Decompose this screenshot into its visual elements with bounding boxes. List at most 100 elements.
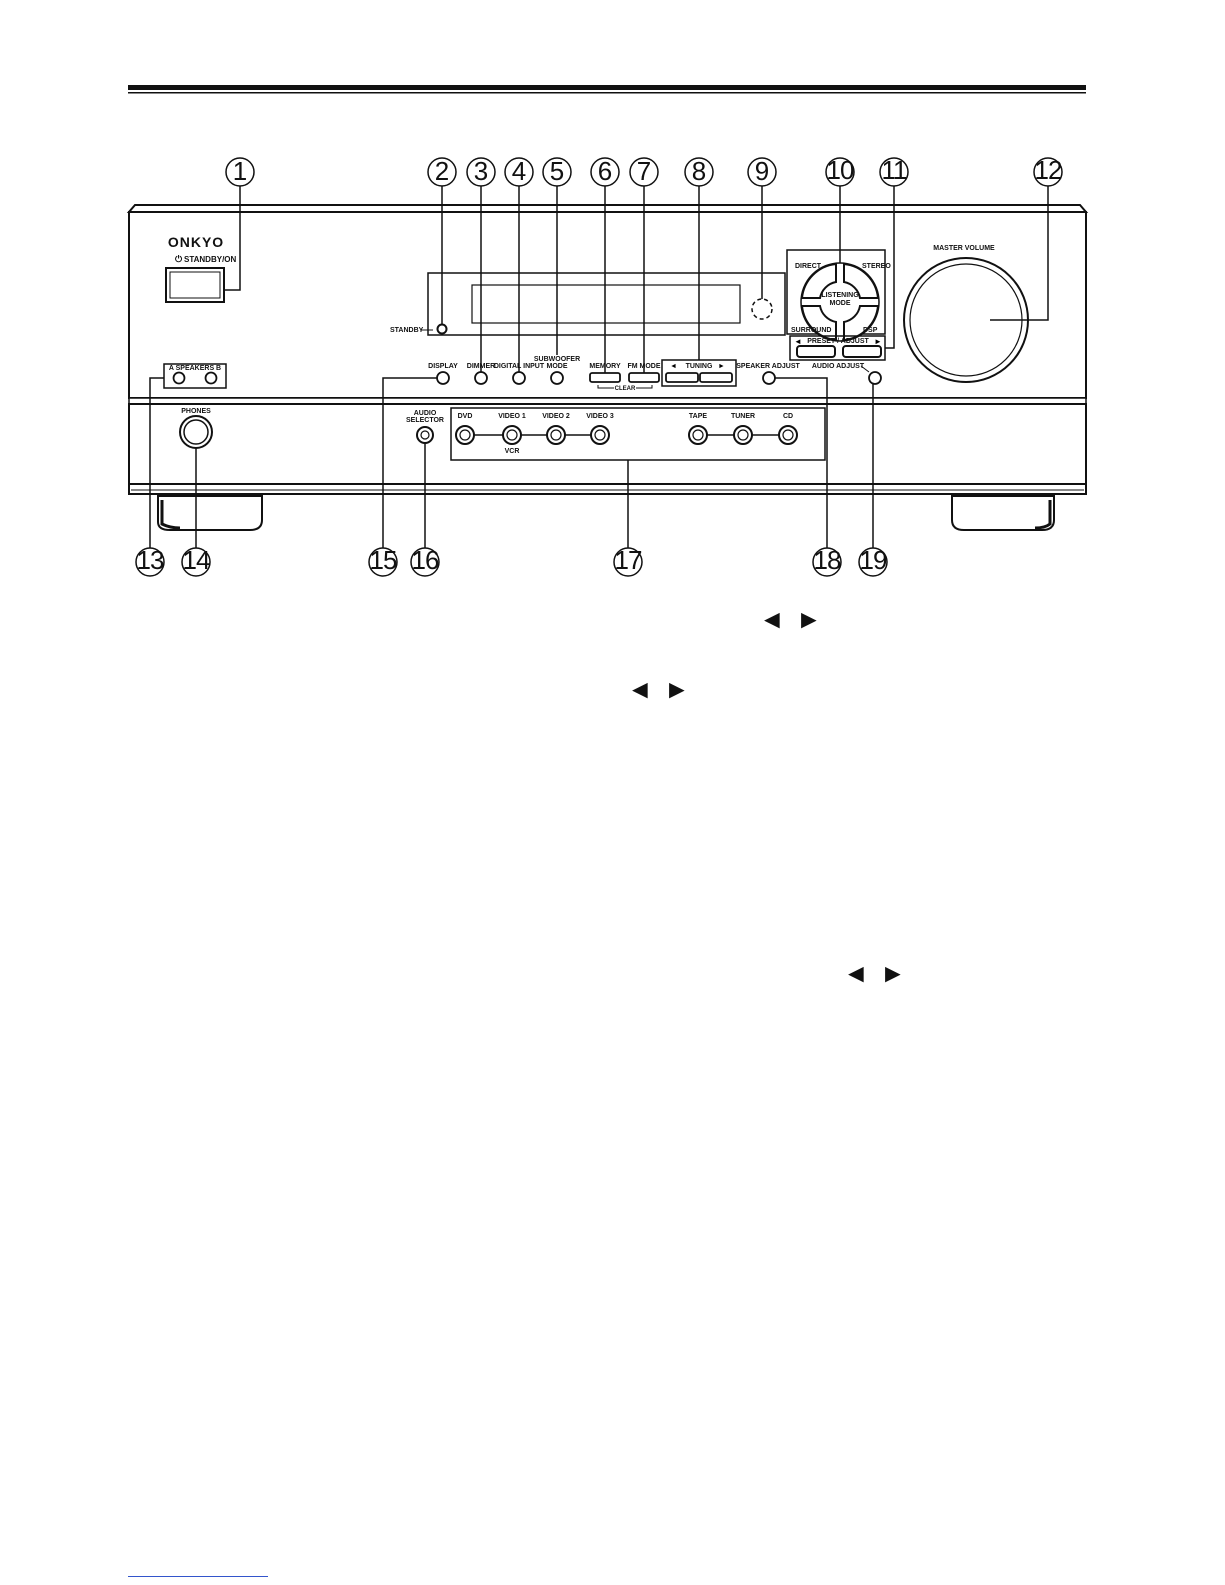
callout-circle-10	[825, 157, 855, 187]
subwoofer-mode-label-2: MODE	[547, 363, 568, 370]
callout-number-4: 4	[512, 156, 526, 186]
stereo-label: STEREO	[862, 263, 891, 270]
callout-circle-14	[181, 547, 211, 577]
input-button-video-2[interactable]	[546, 425, 566, 445]
callout-circle-3	[466, 157, 496, 187]
direct-label: DIRECT	[795, 263, 822, 270]
callout-leaders	[149, 186, 1049, 548]
callout-circle-6	[590, 157, 620, 187]
right-arrow-icon: ►	[874, 337, 882, 346]
input-button-ring	[782, 429, 794, 441]
callout-number-3: 3	[474, 156, 488, 186]
standby-indicator	[436, 323, 448, 335]
stereo-button[interactable]	[843, 262, 880, 299]
master-volume-label: MASTER VOLUME	[933, 245, 995, 252]
standby-indicator-label: STANDBY	[390, 327, 424, 334]
memory-button[interactable]	[589, 372, 621, 383]
direct-button[interactable]	[800, 262, 837, 299]
input-label-video-1: VIDEO 1	[498, 413, 526, 420]
subwoofer-mode-button[interactable]	[550, 371, 564, 385]
audio-adjust-button[interactable]	[868, 371, 882, 385]
callout-circle-13	[135, 547, 165, 577]
callout-number-17: 17	[615, 545, 642, 575]
callout-number-12: 12	[1035, 155, 1062, 185]
callout-circle-16	[410, 547, 440, 577]
callout-number-5: 5	[550, 156, 564, 186]
arrow-pair-2: ◄ ►	[627, 674, 692, 704]
clear-label: CLEAR	[615, 386, 636, 392]
callout-circle-1	[225, 157, 255, 187]
speakers-label: A SPEAKERS B	[169, 365, 221, 372]
standby-on-button[interactable]	[165, 267, 225, 303]
input-button-cd[interactable]	[778, 425, 798, 445]
footer-link-rule	[128, 1576, 268, 1577]
input-label-tape: TAPE	[689, 413, 707, 420]
callout-circle-19	[858, 547, 888, 577]
arrow-pair-1: ◄ ►	[759, 604, 824, 634]
preset-right-button[interactable]	[842, 345, 882, 358]
callout-number-10: 10	[827, 155, 854, 185]
callout-number-2: 2	[435, 156, 449, 186]
callout-number-19: 19	[860, 545, 887, 575]
phones-jack[interactable]	[179, 415, 213, 449]
input-button-ring	[692, 429, 704, 441]
input-button-tape[interactable]	[688, 425, 708, 445]
callout-number-1: 1	[233, 156, 247, 186]
display-button[interactable]	[436, 371, 450, 385]
standby-on-label: STANDBY/ON	[184, 255, 237, 264]
tuning-down-button[interactable]	[665, 372, 699, 383]
speakers-a-button[interactable]	[172, 371, 186, 385]
speaker-adjust-button[interactable]	[762, 371, 776, 385]
input-label-video-2: VIDEO 2	[542, 413, 570, 420]
vcr-label: VCR	[505, 448, 520, 455]
display-label: DISPLAY	[428, 363, 458, 370]
preset-adjust-label: PRESET / ADJUST	[807, 338, 869, 345]
input-selector-group	[450, 407, 826, 461]
audio-selector-button[interactable]	[416, 426, 434, 444]
input-button-ring	[737, 429, 749, 441]
dsp-label: DSP	[863, 327, 878, 334]
callout-circle-7	[629, 157, 659, 187]
callout-circle-2	[427, 157, 457, 187]
input-button-tuner[interactable]	[733, 425, 753, 445]
callout-circle-12	[1033, 157, 1063, 187]
callout-circle-17	[613, 547, 643, 577]
callout-number-14: 14	[183, 545, 210, 575]
surround-button[interactable]	[800, 305, 837, 342]
fm-mode-button[interactable]	[628, 372, 660, 383]
dimmer-button[interactable]	[474, 371, 488, 385]
input-button-video-1[interactable]	[502, 425, 522, 445]
subwoofer-mode-label-1: SUBWOOFER	[534, 356, 580, 363]
preset-left-button[interactable]	[796, 345, 836, 358]
listening-mode-label-1: LISTENING	[821, 292, 859, 299]
input-button-ring	[550, 429, 562, 441]
callout-number-7: 7	[637, 156, 651, 186]
header-rule-thick	[128, 85, 1086, 90]
input-button-ring	[459, 429, 471, 441]
audio-adjust-label: AUDIO ADJUST	[812, 363, 865, 370]
tuning-up-icon: ►	[718, 363, 725, 370]
callout-circle-15	[368, 547, 398, 577]
input-label-dvd: DVD	[458, 413, 473, 420]
header-rule-thin	[128, 92, 1086, 94]
callout-number-8: 8	[692, 156, 706, 186]
brand-logo: ONKYO	[168, 234, 224, 250]
input-button-ring	[594, 429, 606, 441]
callout-number-15: 15	[370, 545, 397, 575]
digital-input-button[interactable]	[512, 371, 526, 385]
audio-selector-label-2: SELECTOR	[406, 417, 444, 424]
input-label-tuner: TUNER	[731, 413, 755, 420]
callout-circle-9	[747, 157, 777, 187]
tuning-up-button[interactable]	[699, 372, 733, 383]
input-button-dvd[interactable]	[455, 425, 475, 445]
input-label-video-3: VIDEO 3	[586, 413, 614, 420]
speakers-b-button[interactable]	[204, 371, 218, 385]
input-button-video-3[interactable]	[590, 425, 610, 445]
arrow-pair-3: ◄ ►	[843, 958, 908, 988]
speaker-adjust-label: SPEAKER ADJUST	[736, 363, 800, 370]
tuning-down-icon: ◄	[670, 363, 677, 370]
display-window	[427, 272, 786, 336]
input-button-ring	[506, 429, 518, 441]
